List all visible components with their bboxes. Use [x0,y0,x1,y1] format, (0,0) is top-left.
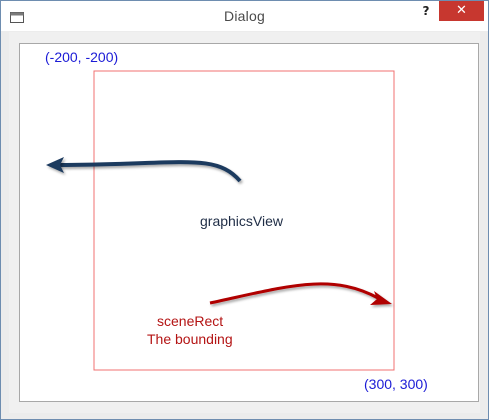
help-button[interactable]: ? [422,4,430,18]
scene-rect-boundary [93,70,395,371]
graphics-view-arrowhead [46,157,64,173]
bottom-right-coordinate-label: (300, 300) [364,376,428,392]
title-bar[interactable]: Dialog ? ✕ [1,1,488,31]
scene-rect-arrowhead [370,291,392,305]
top-left-coordinate-label: (-200, -200) [45,49,119,65]
dialog-client-area [9,32,480,413]
close-icon: ✕ [456,3,467,18]
graphics-view-arrow [57,160,242,183]
window-app-icon[interactable] [10,10,24,23]
scene-rect-label: sceneRect [157,313,224,329]
window-title: Dialog [224,8,265,24]
close-button[interactable]: ✕ [439,1,484,21]
graphics-view-label: graphicsView [200,213,284,229]
graphics-view[interactable] [19,43,479,402]
bounding-label: The bounding [147,331,233,347]
scene-rect-arrow [209,282,379,305]
